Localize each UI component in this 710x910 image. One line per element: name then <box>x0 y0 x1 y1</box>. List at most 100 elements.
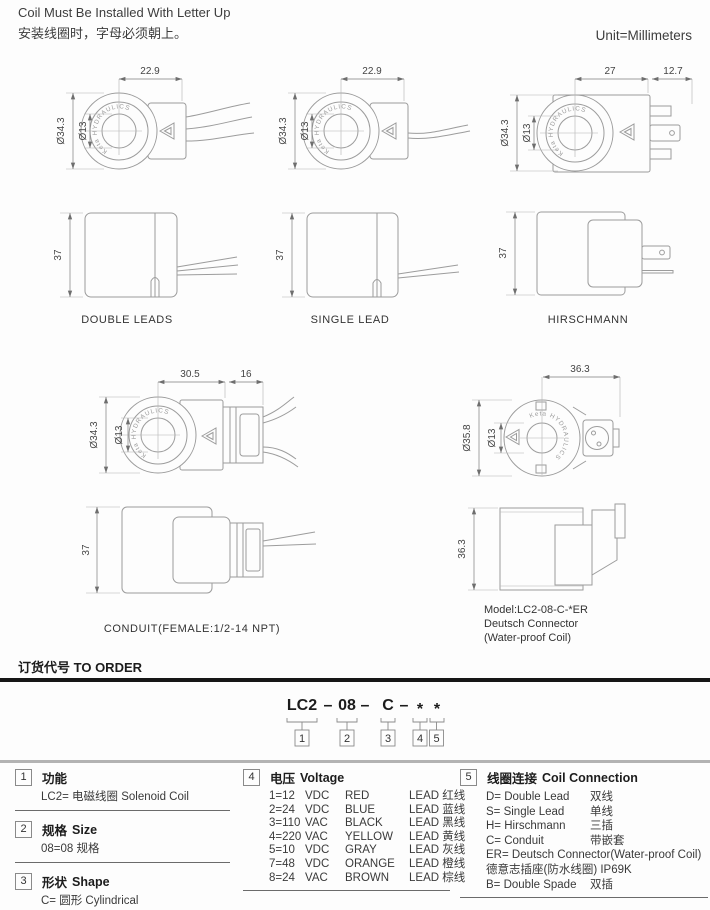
dim-od: Ø34.3 <box>278 117 289 145</box>
connection-row: 德意志插座(防水线圈) IP69K <box>486 863 632 876</box>
spec-value: 08=08 规格 <box>41 843 100 855</box>
order-code-diagram: LC2 – 08 – C – * * 1 2 3 4 5 <box>286 697 445 747</box>
dim-width: 30.5 <box>180 369 200 380</box>
position-label: 5 <box>433 733 439 745</box>
spec-title-zh: 线圈连接 <box>487 772 538 786</box>
model-line: (Water-proof Coil) <box>484 632 571 644</box>
dim-height: 36.3 <box>457 539 468 559</box>
hirschmann-side-view: 37 HIRSCHMANN <box>498 211 674 326</box>
spec-column-1: 1 功能 LC2= 电磁线圈 Solenoid Coil 2 规格 Size 0… <box>15 768 230 910</box>
dim-width: 22.9 <box>362 66 382 77</box>
code-segment: * <box>417 701 424 718</box>
section-divider-gray <box>0 760 710 763</box>
triangle-mark-icon <box>380 122 397 140</box>
triangle-mark-icon <box>200 427 217 445</box>
view-label: SINGLE LEAD <box>311 314 390 326</box>
double-leads-top-view: Keta HYDRAULICS 22.9 Ø34.3 Ø13 <box>56 66 255 170</box>
spec-title-zh: 形状 <box>42 876 68 890</box>
dim-height: 37 <box>275 249 286 261</box>
deutsch-top-view: Keta HYDRAULICS 36.3 Ø35.8 Ø13 <box>462 364 621 477</box>
order-title-zh: 订货代号 <box>18 660 71 675</box>
view-label: DOUBLE LEADS <box>81 314 173 326</box>
install-note-en: Coil Must Be Installed With Letter Up <box>18 5 231 20</box>
dim-od: Ø35.8 <box>462 424 473 452</box>
spec-title-en: Shape <box>72 874 110 889</box>
model-line: Deutsch Connector <box>484 618 578 630</box>
dim-width: 27 <box>604 66 616 77</box>
spec-size: 2 规格 Size 08=08 规格 <box>15 820 230 863</box>
dim-id: Ø13 <box>300 121 311 140</box>
spec-value: C= 圆形 Cylindrical <box>41 895 139 907</box>
code-segment: – <box>324 697 333 714</box>
spec-shape: 3 形状 Shape C= 圆形 Cylindrical <box>15 872 230 910</box>
code-segment: C <box>382 697 394 714</box>
dim-id: Ø13 <box>522 123 533 142</box>
install-note-zh: 安装线圈时，字母必须朝上。 <box>18 26 188 41</box>
triangle-mark-icon <box>618 123 635 141</box>
triangle-mark-icon <box>504 428 520 446</box>
dim-width: 22.9 <box>140 66 160 77</box>
dim-od: Ø34.3 <box>56 117 67 145</box>
position-label: 3 <box>385 733 391 745</box>
spec-function: 1 功能 LC2= 电磁线圈 Solenoid Coil <box>15 768 230 811</box>
dim-height: 37 <box>498 247 509 259</box>
code-segment: – <box>361 697 370 714</box>
view-label: CONDUIT(FEMALE:1/2-14 NPT) <box>104 623 280 635</box>
spec-title-zh: 电压 <box>270 772 296 786</box>
dim-id: Ø13 <box>114 425 125 444</box>
spec-title-en: Voltage <box>300 770 345 785</box>
dim-height: 37 <box>81 544 92 556</box>
unit-label: Unit=Millimeters <box>595 28 692 43</box>
triangle-mark-icon <box>158 122 175 140</box>
single-lead-top-view: Keta HYDRAULICS 22.9 Ø34.3 Ø13 <box>278 66 471 170</box>
deutsch-side-view: 36.3 Model:LC2-08-C-*ER Deutsch Connecto… <box>457 503 626 644</box>
spec-title-en: Coil Connection <box>542 770 638 785</box>
spec-number-badge: 3 <box>15 873 32 890</box>
code-segment: – <box>400 697 409 714</box>
double-leads-side-view: 37 DOUBLE LEADS <box>53 212 239 326</box>
dim-tab: 12.7 <box>663 66 683 77</box>
code-segment: LC2 <box>287 697 317 714</box>
position-label: 1 <box>299 733 305 745</box>
position-label: 2 <box>344 733 350 745</box>
spec-title-en: Size <box>72 822 98 837</box>
spec-value: LC2= 电磁线圈 Solenoid Coil <box>41 791 189 803</box>
dim-od: Ø34.3 <box>89 421 100 449</box>
single-lead-side-view: 37 SINGLE LEAD <box>275 212 460 326</box>
dim-height: 37 <box>53 249 64 261</box>
code-segment: 08 <box>338 697 356 714</box>
order-section-title: 订货代号 TO ORDER <box>18 657 142 676</box>
conduit-top-view: Keta HYDRAULICS 30.5 16 Ø34.3 Ø13 <box>89 369 299 474</box>
spec-title-zh: 规格 <box>42 824 68 838</box>
dim-id: Ø13 <box>487 428 498 447</box>
spec-number-badge: 2 <box>15 821 32 838</box>
dim-od: Ø34.3 <box>500 119 511 147</box>
spec-number-badge: 1 <box>15 769 32 786</box>
spec-number-badge: 5 <box>460 769 477 786</box>
dim-width: 36.3 <box>570 364 590 375</box>
spec-title-zh: 功能 <box>42 772 68 786</box>
hirschmann-top-view: Keta HYDRAULICS 27 12.7 Ø34.3 Ø13 <box>500 66 693 173</box>
technical-drawings: Keta HYDRAULICS 22.9 Ø34.3 Ø13 <box>53 66 693 644</box>
conduit-side-view: 37 CONDUIT(FEMALE:1/2-14 NPT) <box>81 506 317 635</box>
order-title-en: TO ORDER <box>73 660 143 675</box>
section-divider-thick <box>0 678 710 682</box>
dim-tab: 16 <box>240 369 252 380</box>
connection-row: ER= Deutsch Connector(Water-proof Coil) <box>486 849 702 862</box>
position-label: 4 <box>417 733 423 745</box>
